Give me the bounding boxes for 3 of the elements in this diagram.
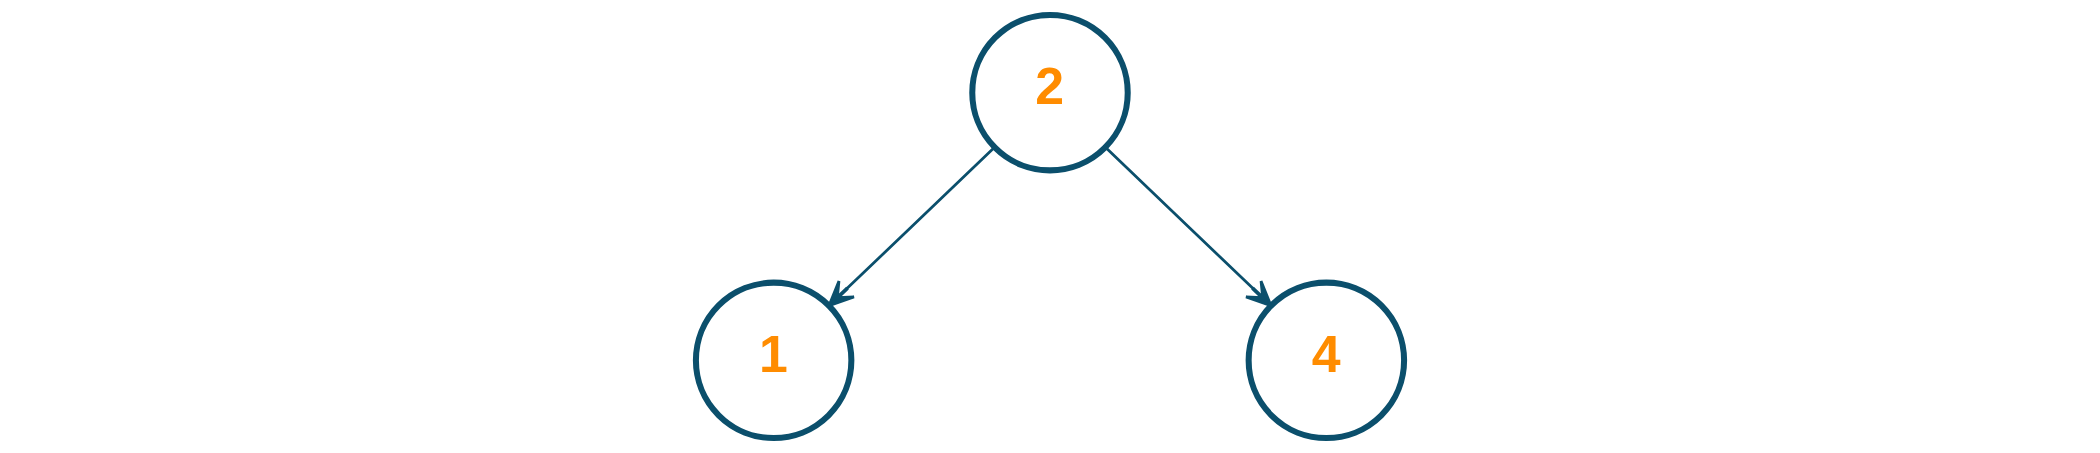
arrow: [827, 146, 996, 308]
arrow: [1104, 146, 1273, 308]
node-circle: 2: [969, 11, 1131, 174]
